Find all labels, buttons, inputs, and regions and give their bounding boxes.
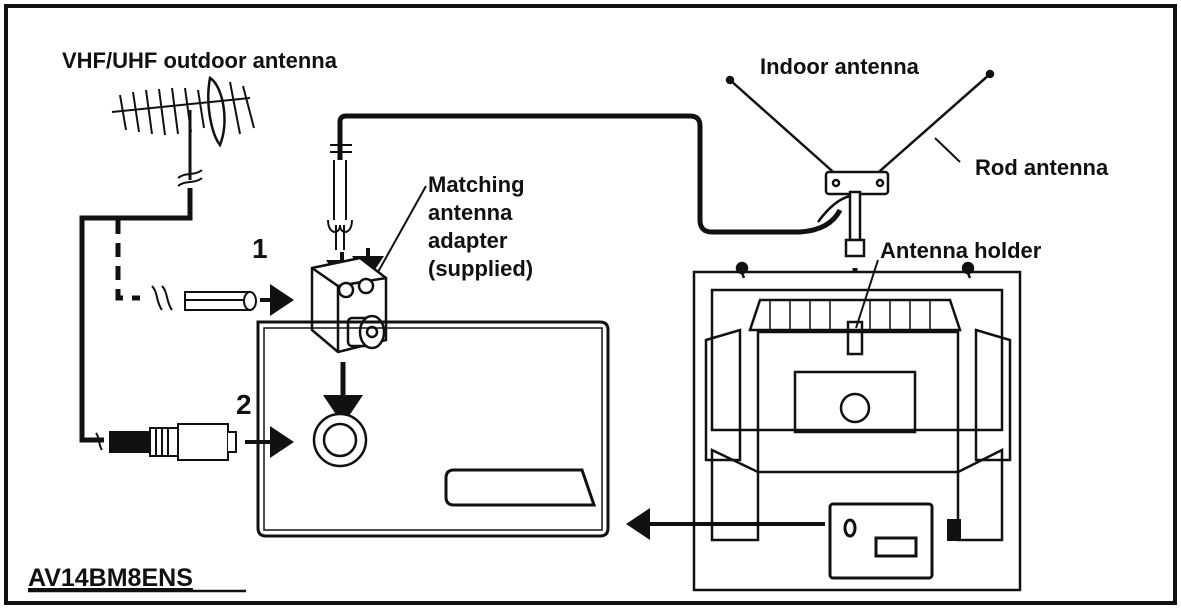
tv-rear-terminal-box — [828, 502, 934, 580]
model-number: AV14BM8ENS — [28, 564, 193, 592]
antenna-adapter-icon — [310, 256, 388, 354]
label-indoor-antenna: Indoor antenna — [760, 54, 920, 79]
label-adapter-4: (supplied) — [428, 256, 533, 281]
tv-back-panel-outline — [256, 320, 610, 538]
label-adapter-1: Matching — [428, 172, 525, 197]
step-number-2: 2 — [236, 389, 252, 420]
step-number-1: 1 — [252, 233, 268, 264]
dashed-cable — [115, 220, 140, 301]
panel-window — [444, 468, 597, 507]
tv-rear-icon — [692, 261, 1022, 592]
label-adapter-2: antenna — [428, 200, 513, 225]
label-rod-antenna: Rod antenna — [975, 155, 1109, 180]
indoor-antenna-icon — [725, 69, 995, 258]
label-adapter-3: adapter — [428, 228, 508, 253]
antenna-socket-icon — [312, 412, 368, 468]
outdoor-cable — [79, 188, 193, 443]
indoor-cable — [337, 113, 843, 235]
feeder-cable-icon — [184, 291, 257, 311]
label-antenna-holder: Antenna holder — [880, 238, 1042, 263]
outdoor-antenna-icon — [111, 76, 255, 187]
feeder-forks-icon — [327, 144, 353, 250]
label-outdoor-antenna: VHF/UHF outdoor antenna — [62, 48, 338, 73]
coax-plug-icon — [95, 423, 237, 461]
